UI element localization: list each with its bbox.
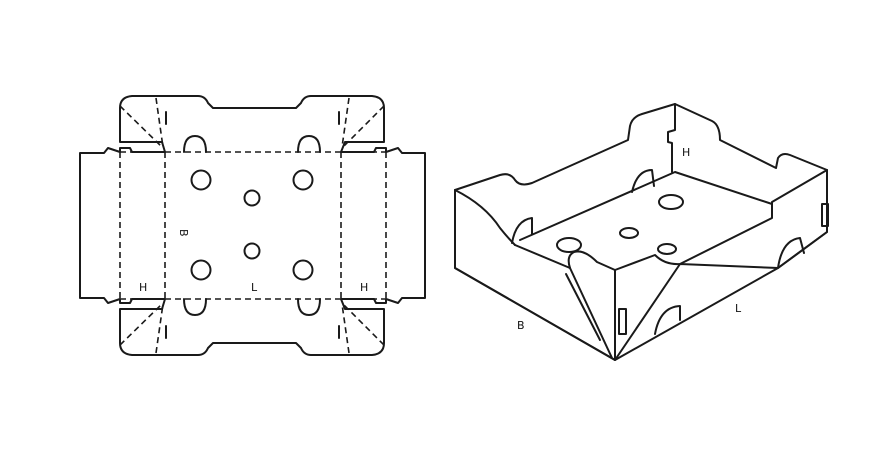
box-vent-hole-3 [658,194,684,210]
flat-label-breadth: B [177,229,190,237]
box-label-length: L [735,302,742,315]
flat-label-height-left: H [139,281,147,294]
flat-dieline: B L H H [79,95,426,356]
vent-hole-1 [190,169,212,191]
vent-hole-6 [292,259,314,281]
box-handhole-front-left [654,305,681,335]
side-flap-fold-right [341,151,386,300]
side-slot-front [618,308,627,335]
vent-hole-2 [292,169,314,191]
left-end-wall-inner-rim [454,189,516,246]
front-long-wall [567,169,828,271]
box-handhole-front-right [777,237,805,269]
corner-fold-top-right [341,97,385,148]
side-slot-right [821,203,829,227]
assembled-box-3d: H B L [454,103,829,361]
corner-flap-diagonal [565,267,613,359]
vent-hole-3 [243,189,261,207]
handhole-bottom-right [297,298,321,316]
flat-label-length: L [251,281,258,294]
corner-fold-bottom-right [341,303,385,354]
handhole-top-right [297,135,321,153]
vent-hole-4 [243,242,261,260]
box-handhole-back-right [631,169,655,193]
floor-back-edge [519,171,773,241]
front-end-wall [454,189,616,361]
back-wall-outline [454,103,828,361]
box-handhole-back-left [511,217,533,244]
side-flap-fold-left [120,151,165,300]
box-label-height: H [682,146,690,159]
box-vent-hole-2 [619,227,639,239]
flat-outer-cut-line [79,95,426,356]
handhole-top-left [183,135,207,153]
box-label-breadth: B [517,319,525,332]
corner-fold-bottom-left [119,303,164,354]
corner-fold-top-left [119,97,164,148]
box-vent-hole-1 [556,237,582,253]
handhole-bottom-left [183,298,207,316]
box-vent-hole-4 [657,243,677,255]
end-wall-notch [667,103,676,173]
vent-hole-5 [190,259,212,281]
flat-label-height-right: H [360,281,368,294]
floor-left-edge [514,244,571,269]
